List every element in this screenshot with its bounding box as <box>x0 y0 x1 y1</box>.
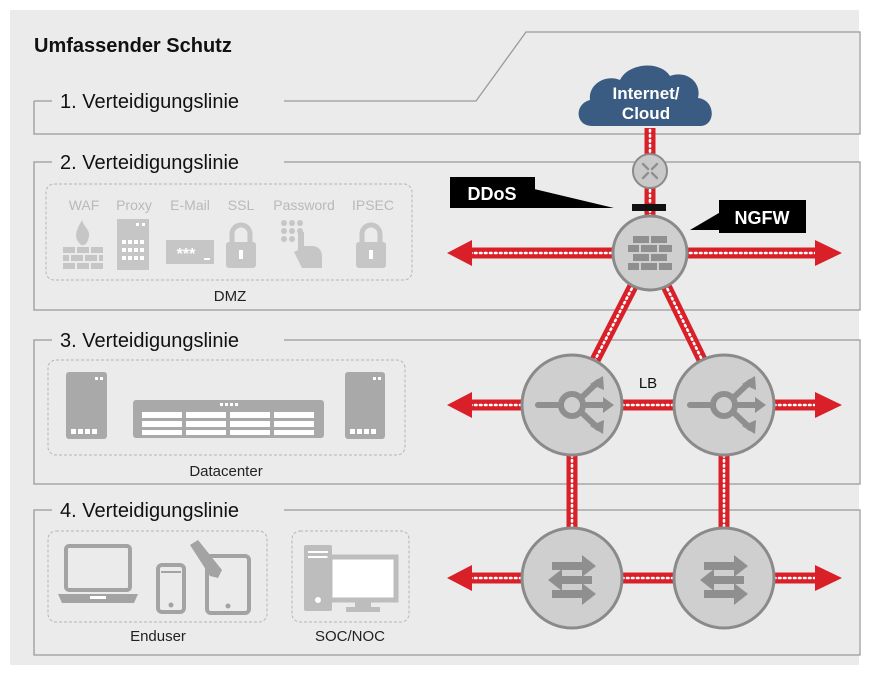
arrowhead-sw-right <box>815 565 842 591</box>
datacenter-label: Datacenter <box>189 463 262 480</box>
dmz-label: DMZ <box>214 288 247 305</box>
section-4-frame <box>33 509 861 656</box>
switch-left-icon <box>520 526 624 630</box>
laptop-icon <box>58 544 138 603</box>
dmz-item-proxy: Proxy <box>116 197 152 213</box>
soc-box <box>291 530 410 623</box>
ngfw-badge: NGFW <box>690 200 806 233</box>
load-balancer-right-icon <box>672 353 776 457</box>
cloud-label-line1: Internet/ <box>612 84 679 103</box>
proxy-server-icon <box>117 219 149 270</box>
lb-label: LB <box>639 375 657 392</box>
datacenter-server-left-icon <box>66 372 107 439</box>
ddos-filter-bar <box>632 204 666 211</box>
smartphone-icon <box>156 563 186 614</box>
email-field-icon: *** <box>166 240 214 264</box>
ddos-label: DDoS <box>468 184 517 204</box>
section-1-frame <box>33 31 861 135</box>
arrowhead-sw-left <box>447 565 472 591</box>
enduser-label: Enduser <box>130 628 186 645</box>
svg-text:***: *** <box>177 246 196 263</box>
ssl-lock-icon <box>226 222 256 268</box>
section-1-label: 1. Verteidigungslinie <box>60 91 239 113</box>
ngfw-firewall-icon <box>611 214 689 292</box>
workstation-icon <box>304 545 399 612</box>
ngfw-label: NGFW <box>735 208 790 228</box>
load-balancer-left-icon <box>520 353 624 457</box>
dmz-box <box>45 183 413 281</box>
arrowhead-lb-left <box>447 392 472 418</box>
dmz-item-ipsec: IPSEC <box>352 197 394 213</box>
dmz-item-email: E-Mail <box>170 197 210 213</box>
dmz-item-waf: WAF <box>69 197 100 213</box>
dmz-item-ssl: SSL <box>228 197 255 213</box>
section-3-label: 3. Verteidigungslinie <box>60 330 239 352</box>
password-keypad-icon <box>281 220 322 268</box>
section-3-frame <box>33 339 861 485</box>
datacenter-rack-icon <box>133 400 324 438</box>
ddos-badge: DDoS <box>450 177 614 208</box>
datacenter-box <box>47 359 406 456</box>
datacenter-server-right-icon <box>345 372 385 439</box>
waf-icon <box>63 220 103 269</box>
page-title: Umfassender Schutz <box>34 35 232 57</box>
switch-right-icon <box>672 526 776 630</box>
soc-noc-label: SOC/NOC <box>315 628 385 645</box>
ipsec-lock-icon <box>356 222 386 268</box>
dmz-item-password: Password <box>273 197 334 213</box>
section-2-frame <box>33 161 861 311</box>
cloud-label-line2: Cloud <box>622 104 670 123</box>
tablet-with-pen-icon <box>190 540 251 615</box>
arrowhead-lb-right <box>815 392 842 418</box>
cloud-icon: Internet/ Cloud <box>578 65 712 126</box>
enduser-box <box>47 530 268 623</box>
section-4-label: 4. Verteidigungslinie <box>60 500 239 522</box>
edge-router-icon <box>632 153 668 189</box>
arrowhead-ngfw-right <box>815 240 842 266</box>
section-2-label: 2. Verteidigungslinie <box>60 152 239 174</box>
arrowhead-ngfw-left <box>447 240 472 266</box>
